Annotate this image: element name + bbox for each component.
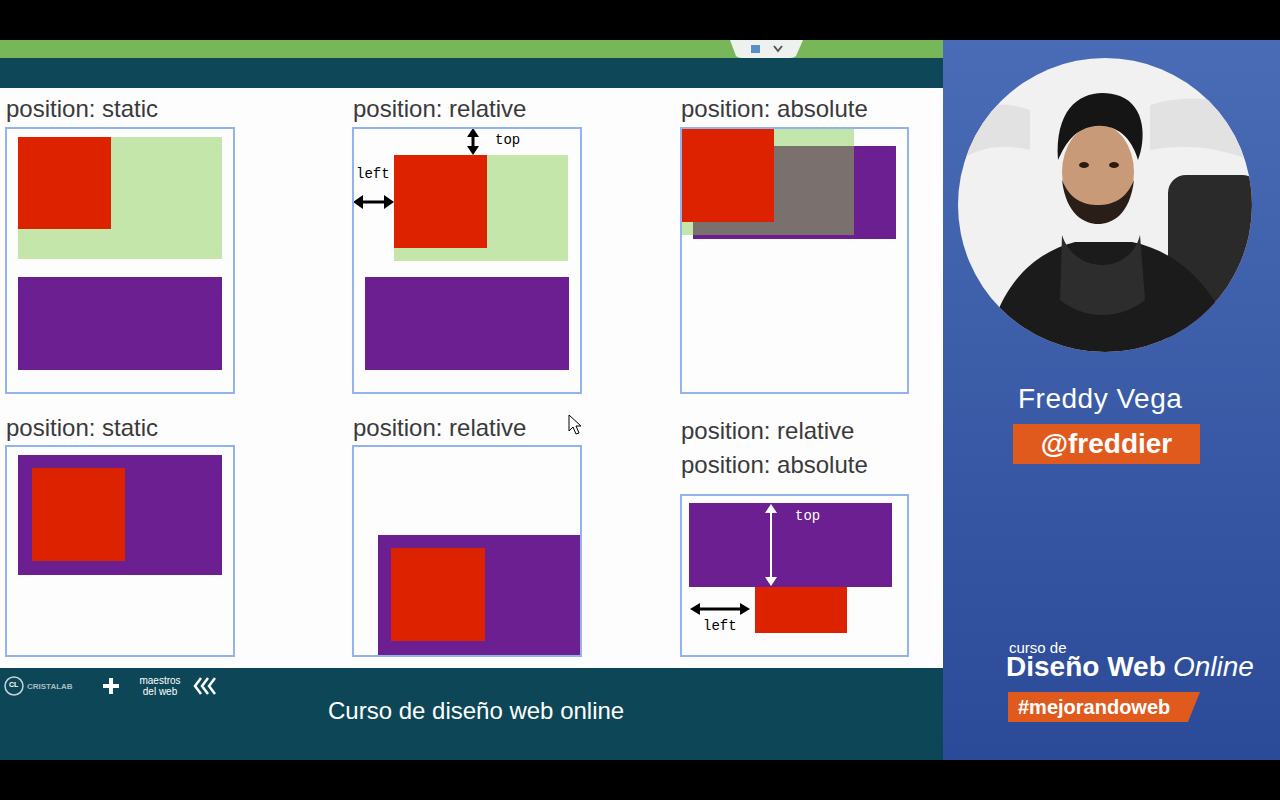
box-heading: position: relative [353, 94, 526, 124]
slide-ground [0, 88, 943, 668]
header-band [0, 58, 943, 88]
mouse-cursor [569, 415, 581, 434]
arrowhead [467, 146, 479, 155]
video-caption: Curso de diseño web online [328, 697, 624, 725]
badge-text: @freddier [1041, 428, 1173, 460]
box-heading: position: static [6, 413, 158, 443]
red-block [391, 548, 485, 641]
side-panel [943, 40, 1280, 760]
logo-chevron [202, 678, 208, 694]
arrowhead [740, 603, 750, 615]
box-heading: position: relative [681, 416, 854, 446]
offset-arrow [360, 201, 387, 204]
red-block [394, 155, 487, 248]
arrowhead [353, 195, 363, 209]
offset-label: left [703, 618, 737, 634]
box-heading: position: absolute [681, 450, 868, 480]
arrowhead [690, 603, 700, 615]
green-block [394, 155, 568, 261]
red-block [18, 137, 111, 229]
presenter-photo [950, 50, 1260, 365]
logo-text: maestros del web [135, 676, 185, 697]
box-heading: position: static [6, 94, 158, 124]
expand-icon [751, 45, 760, 53]
hashtag-tag: #mejorandoweb [1008, 692, 1200, 722]
green-bar [0, 40, 943, 58]
toolbar-tab [730, 40, 803, 58]
demo-box: position: static [5, 127, 235, 394]
footer-band [0, 668, 943, 760]
arrowhead [384, 195, 394, 209]
purple-block [378, 535, 582, 657]
red-block [680, 129, 774, 222]
tag-shape [1008, 692, 1200, 722]
purple-block [18, 455, 222, 575]
letterbox-bar [0, 760, 1280, 800]
arrowhead [467, 128, 479, 137]
logo-text: CRISTALAB [27, 682, 73, 691]
logo-chevron [195, 678, 201, 694]
offset-arrow [770, 512, 772, 578]
letterbox-bar [0, 0, 1280, 40]
course-title: Online [1173, 651, 1254, 683]
purple-block [365, 277, 569, 370]
demo-box: position: relative [352, 445, 582, 657]
logo-chevron [209, 678, 215, 694]
badge-text: #mejorandoweb [1018, 696, 1170, 719]
chevron-icon [774, 46, 782, 51]
green-block [680, 129, 854, 235]
logo-mark: CL [9, 681, 18, 689]
plus-sign [109, 678, 113, 694]
red-block [755, 587, 847, 633]
arrowhead [765, 577, 777, 586]
offset-label: top [495, 132, 520, 148]
demo-box: position: absolute [680, 127, 909, 394]
offset-arrow [697, 608, 743, 611]
box-heading: position: relative [353, 413, 526, 443]
logo-circle [5, 677, 23, 695]
box-heading: position: absolute [681, 94, 868, 124]
red-block [32, 468, 125, 561]
presenter-name: Freddy Vega [1018, 383, 1182, 415]
offset-label: top [795, 508, 820, 524]
arrowhead [765, 504, 777, 513]
offset-label: left [356, 166, 390, 182]
handle-badge: @freddier [1013, 424, 1200, 464]
demo-box: position: static [5, 445, 235, 657]
purple-block [18, 277, 222, 370]
green-block [18, 137, 222, 259]
purple-block [689, 503, 892, 587]
course-title: Diseño Web [1006, 651, 1166, 683]
